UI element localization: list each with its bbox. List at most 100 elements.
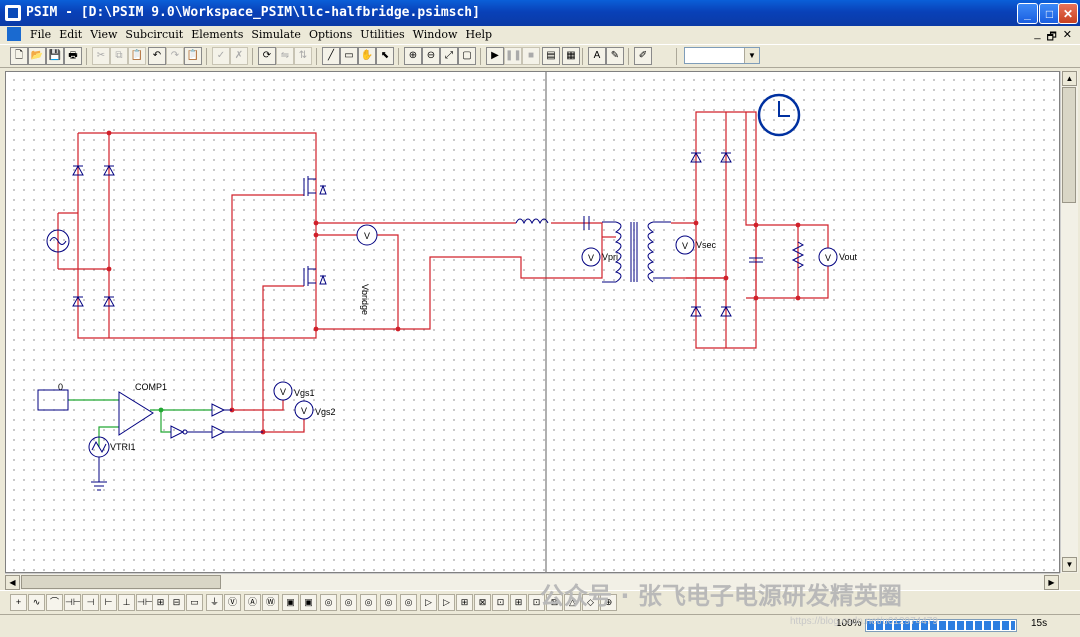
vertical-scrollbar[interactable]: ▲ ▼ xyxy=(1060,71,1078,573)
element-palette-icon[interactable]: ⊣⊢ xyxy=(64,594,81,611)
vgs2-label: Vgs2 xyxy=(315,407,336,417)
scroll-right-icon[interactable]: ▶ xyxy=(1044,575,1059,590)
horizontal-scrollbar[interactable]: ◀ ▶ xyxy=(5,573,1060,591)
mdi-minimize-button[interactable]: _ xyxy=(1034,28,1041,40)
menu-view[interactable]: View xyxy=(90,28,118,41)
zoom-in-icon[interactable]: ⊕ xyxy=(404,47,422,65)
print-icon[interactable]: 🖶 xyxy=(64,47,82,65)
element-palette-icon[interactable]: ⌒ xyxy=(46,594,63,611)
menu-window[interactable]: Window xyxy=(412,28,458,41)
element-palette-icon[interactable]: ◎ xyxy=(400,594,417,611)
scroll-up-icon[interactable]: ▲ xyxy=(1062,71,1077,86)
menu-file[interactable]: File xyxy=(30,28,52,41)
note-icon[interactable]: ✎ xyxy=(606,47,624,65)
text-icon[interactable]: A xyxy=(588,47,606,65)
element-palette-icon[interactable]: ⊥ xyxy=(118,594,135,611)
element-palette-icon[interactable]: ◇ xyxy=(582,594,599,611)
rotate-icon[interactable]: ⟳ xyxy=(258,47,276,65)
element-palette-icon[interactable]: ∿ xyxy=(28,594,45,611)
element-palette-icon[interactable]: ▣ xyxy=(300,594,317,611)
wire-icon[interactable]: ╱ xyxy=(322,47,340,65)
paste-icon[interactable]: 📋 xyxy=(128,47,146,65)
new-file-icon[interactable]: 🗋 xyxy=(10,47,28,65)
element-palette-icon[interactable]: ◎ xyxy=(380,594,397,611)
simview-icon[interactable]: ▤ xyxy=(542,47,560,65)
element-palette-icon[interactable]: ⊠ xyxy=(474,594,491,611)
element-palette-icon[interactable]: ⊞ xyxy=(510,594,527,611)
menu-subcircuit[interactable]: Subcircuit xyxy=(125,28,184,41)
pause-icon[interactable]: ❚❚ xyxy=(504,47,522,65)
paste-special-icon[interactable]: 📋 xyxy=(184,47,202,65)
redo-icon[interactable]: ↷ xyxy=(166,47,184,65)
elements xyxy=(37,93,805,491)
close-button[interactable]: ✕ xyxy=(1058,3,1078,24)
element-palette-icon[interactable]: ⊞ xyxy=(456,594,473,611)
element-palette-icon[interactable]: + xyxy=(10,594,27,611)
element-palette-icon[interactable]: ⊟ xyxy=(168,594,185,611)
minimize-button[interactable]: _ xyxy=(1017,3,1038,24)
scroll-down-icon[interactable]: ▼ xyxy=(1062,557,1077,572)
element-palette-icon[interactable]: ▭ xyxy=(186,594,203,611)
element-palette-icon[interactable]: ⏚ xyxy=(206,594,223,611)
element-palette-icon[interactable]: ⊡ xyxy=(528,594,545,611)
element-palette-icon[interactable]: ⊣⊢ xyxy=(136,594,153,611)
element-palette-icon[interactable]: △ xyxy=(564,594,581,611)
pan-icon[interactable]: ✋ xyxy=(358,47,376,65)
undo-icon[interactable]: ↶ xyxy=(148,47,166,65)
menu-edit[interactable]: Edit xyxy=(59,28,83,41)
open-file-icon[interactable]: 📂 xyxy=(28,47,46,65)
document-icon[interactable] xyxy=(7,27,21,41)
label-icon[interactable]: ▭ xyxy=(340,47,358,65)
element-palette-icon[interactable]: Ⓐ xyxy=(244,594,261,611)
zoom-fit-icon[interactable]: ⤢ xyxy=(440,47,458,65)
check-icon[interactable]: ✓ xyxy=(212,47,230,65)
simulation-time: 15s xyxy=(1031,618,1048,629)
menu-elements[interactable]: Elements xyxy=(191,28,244,41)
psim-app-icon[interactable] xyxy=(5,5,21,21)
select-icon[interactable]: ⬉ xyxy=(376,47,394,65)
schematic-canvas[interactable]: V V V V V V COMP1 VTRI1 Vgs1 Vgs2 0 Vpri… xyxy=(5,71,1060,573)
vout-meter-symbol: V xyxy=(825,253,831,263)
mdi-controls: _ 🗗 ✕ xyxy=(1034,28,1072,47)
save-icon[interactable]: 💾 xyxy=(46,47,64,65)
element-palette-icon[interactable]: Ⓥ xyxy=(224,594,241,611)
element-palette-icon[interactable]: ▷ xyxy=(420,594,437,611)
edit-element-icon[interactable]: ✐ xyxy=(634,47,652,65)
parameter-file-icon[interactable]: ▦ xyxy=(562,47,580,65)
element-palette-icon[interactable]: ⊕ xyxy=(600,594,617,611)
menu-utilities[interactable]: Utilities xyxy=(360,28,405,41)
cancel-icon[interactable]: ✗ xyxy=(230,47,248,65)
menu-simulate[interactable]: Simulate xyxy=(251,28,301,41)
element-palette-icon[interactable]: ◎ xyxy=(340,594,357,611)
element-palette-icon[interactable]: ⊞ xyxy=(152,594,169,611)
copy-icon[interactable]: ⧉ xyxy=(110,47,128,65)
element-palette-icon[interactable]: ▣ xyxy=(282,594,299,611)
element-palette-icon[interactable]: ◎ xyxy=(320,594,337,611)
horizontal-scroll-thumb[interactable] xyxy=(21,575,221,589)
element-palette-icon[interactable]: ▷ xyxy=(438,594,455,611)
element-palette-icon[interactable]: Ⓦ xyxy=(262,594,279,611)
cut-icon[interactable]: ✂ xyxy=(92,47,110,65)
menu-options[interactable]: Options xyxy=(308,28,353,41)
menu-items: File Edit View Subcircuit Elements Simulate Op… xyxy=(26,28,496,41)
element-palette-icon[interactable]: ⊣ xyxy=(82,594,99,611)
stop-icon[interactable]: ■ xyxy=(522,47,540,65)
vertical-scroll-thumb[interactable] xyxy=(1062,87,1076,203)
mdi-restore-button[interactable]: 🗗 xyxy=(1046,31,1057,43)
maximize-button[interactable]: □ xyxy=(1039,3,1060,24)
element-palette-icon[interactable]: ⊡ xyxy=(492,594,509,611)
element-palette-icon[interactable]: ◎ xyxy=(360,594,377,611)
zoom-page-icon[interactable]: ▢ xyxy=(458,47,476,65)
voltmeter-symbols: V V V V V V xyxy=(280,231,831,416)
flip-h-icon[interactable]: ⇋ xyxy=(276,47,294,65)
chevron-down-icon[interactable]: ▼ xyxy=(744,48,759,63)
scroll-left-icon[interactable]: ◀ xyxy=(5,575,20,590)
flip-v-icon[interactable]: ⇅ xyxy=(294,47,312,65)
mdi-close-button[interactable]: ✕ xyxy=(1062,29,1072,41)
element-palette-icon[interactable]: ⊠ xyxy=(546,594,563,611)
element-palette-icon[interactable]: ⊢ xyxy=(100,594,117,611)
toolbar-combo[interactable]: ▼ xyxy=(684,47,760,64)
menu-help[interactable]: Help xyxy=(465,28,493,41)
run-simulation-icon[interactable]: ▶ xyxy=(486,47,504,65)
zoom-out-icon[interactable]: ⊖ xyxy=(422,47,440,65)
